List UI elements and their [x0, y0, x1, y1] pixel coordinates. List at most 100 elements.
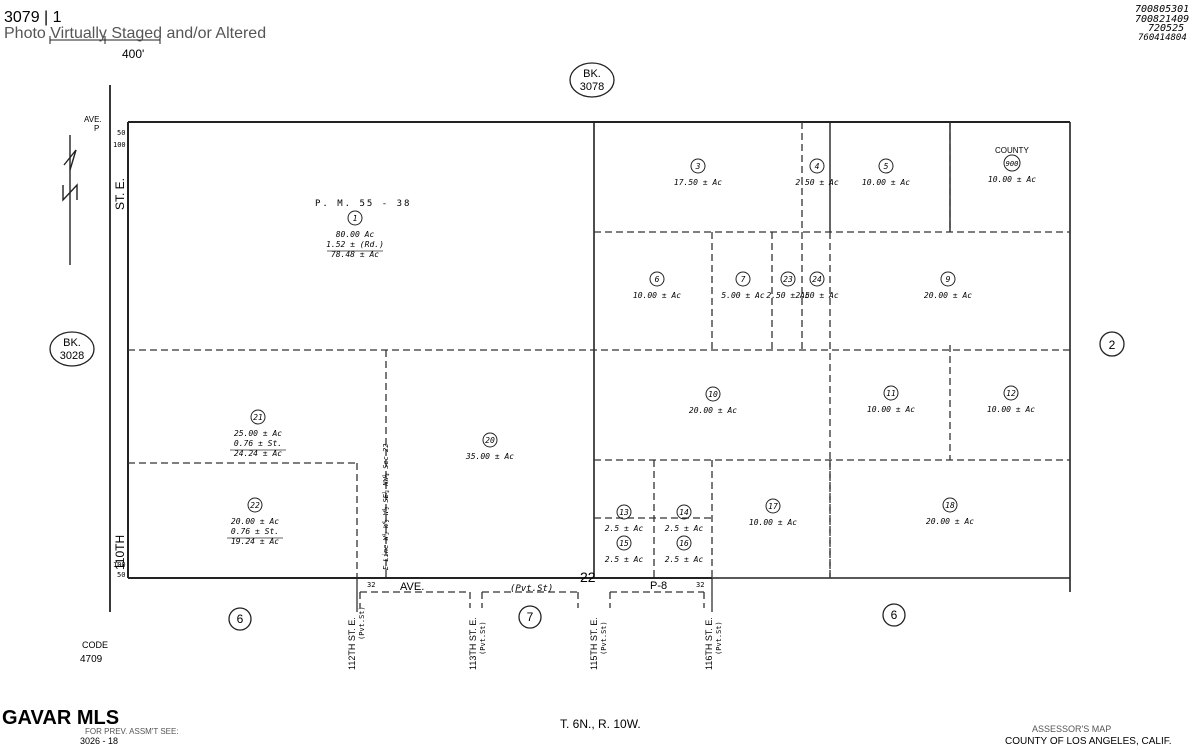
svg-text:700821409: 700821409	[1135, 14, 1189, 25]
svg-text:BK.: BK.	[63, 337, 81, 349]
parcel-15-circle	[616, 535, 632, 551]
st-e-label: ST. E.	[113, 178, 127, 210]
parcel-22-circle	[247, 497, 263, 513]
parcel-1-circle	[347, 210, 363, 226]
parcel-acreage: 2.5 ± Ac	[665, 524, 704, 533]
parcel-number: 15	[619, 539, 629, 548]
virtual-staging-overlay: Photo Virtually Staged and/or Altered	[4, 25, 266, 42]
scale-bar	[49, 36, 161, 44]
parcel-900-circle	[1003, 154, 1021, 172]
scale-label: 400'	[122, 47, 144, 61]
svg-text:(Pvt.St): (Pvt.St)	[510, 584, 553, 594]
parcel-9-circle	[940, 271, 956, 287]
svg-text:700805301: 700805301	[1135, 4, 1189, 15]
svg-text:3078: 3078	[580, 81, 604, 93]
svg-text:(Pvt.St): (Pvt.St)	[600, 621, 608, 655]
parcel-acreage: 2.5 ± Ac	[665, 555, 704, 564]
north-arrow-icon	[62, 135, 78, 265]
parcel-14-circle	[676, 504, 692, 520]
parcel-number: 11	[886, 389, 896, 398]
book-3028-circle	[49, 331, 95, 367]
parcel-10-circle	[705, 386, 721, 402]
parcel-7-circle	[735, 271, 751, 287]
parcel-acreage: 20.00 ± Ac	[924, 291, 972, 300]
parcel-number: 9	[946, 275, 951, 284]
parcel-18-circle	[942, 497, 958, 513]
svg-text:3026 - 18: 3026 - 18	[80, 736, 118, 746]
parcel-number: 24	[812, 275, 822, 284]
svg-text:FOR PREV. ASSM'T SEE:: FOR PREV. ASSM'T SEE:	[85, 727, 179, 736]
parcel-number: 21	[253, 413, 263, 422]
svg-text:(Pvt.St): (Pvt.St)	[715, 621, 723, 655]
parcel-24-circle	[809, 271, 825, 287]
parcel-4-circle	[809, 158, 825, 174]
mls-brand-logo: GAVAR MLS	[2, 707, 119, 729]
svg-text:ASSESSOR'S MAP: ASSESSOR'S MAP	[1032, 724, 1111, 734]
parcel-number: 20	[485, 436, 495, 445]
svg-text:115TH ST. E.: 115TH ST. E.	[589, 617, 599, 670]
parcel-acreage: 35.00 ± Ac	[465, 452, 514, 461]
parcel-acreage: 80.00 Ac	[336, 230, 375, 239]
parcel-acreage: 2.5 ± Ac	[605, 555, 644, 564]
svg-text:COUNTY OF LOS ANGELES, CALIF.: COUNTY OF LOS ANGELES, CALIF.	[1005, 736, 1172, 747]
parcel-number: 13	[619, 508, 629, 517]
110th-label: 110TH	[113, 535, 127, 570]
svg-text:CODE: CODE	[82, 640, 108, 650]
parcel-acreage: 0.76 ± St.	[231, 527, 279, 536]
parcel-map-label: P. M. 55 - 38	[315, 199, 411, 209]
parcel-acreage: 24.24 ± Ac	[234, 449, 282, 458]
svg-text:P: P	[94, 124, 99, 133]
parcel-acreage: 10.00 ± Ac	[862, 178, 910, 187]
parcel-acreage: 17.50 ± Ac	[674, 178, 722, 187]
svg-text:AVE.: AVE.	[84, 115, 102, 124]
svg-text:7: 7	[527, 610, 534, 624]
parcel-acreage: 1.52 ± (Rd.)	[326, 240, 384, 249]
book-page-number: 3079 | 1	[4, 9, 62, 26]
parcel-acreage: 10.00 ± Ac	[987, 405, 1035, 414]
svg-text:COUNTY: COUNTY	[995, 146, 1029, 155]
parcel-21-circle	[250, 409, 266, 425]
svg-text:100: 100	[113, 141, 126, 149]
parcel-23-circle	[780, 271, 796, 287]
svg-text:22: 22	[580, 569, 596, 585]
parcel-number: 16	[679, 539, 689, 548]
parcel-acreage: 10.00 ± Ac	[633, 291, 681, 300]
parcel-acreage: 2.50 ± Ac	[766, 291, 810, 300]
svg-text:112TH ST. E.: 112TH ST. E.	[347, 617, 357, 670]
parcel-dashed-lines	[128, 122, 1070, 608]
svg-text:6: 6	[237, 612, 244, 626]
parcel-3-circle	[690, 158, 706, 174]
svg-text:AVE.: AVE.	[400, 581, 424, 593]
parcel-number: 7	[741, 275, 746, 284]
svg-text:3028: 3028	[60, 350, 84, 362]
parcel-acreage: 25.00 ± Ac	[234, 429, 282, 438]
parcel-number: 14	[679, 508, 689, 517]
svg-text:50: 50	[117, 129, 125, 137]
svg-text:116TH ST. E.: 116TH ST. E.	[704, 617, 714, 670]
parcel-11-circle	[883, 385, 899, 401]
svg-text:32: 32	[367, 581, 375, 589]
parcel-13-circle	[616, 504, 632, 520]
easement-label: E Line W½ W½ W½ SE¼ NW¼ Sec 22	[382, 444, 390, 570]
book-3078-circle	[569, 62, 615, 98]
parcel-acreage: 19.24 ± Ac	[231, 537, 279, 546]
svg-text:760414804: 760414804	[1138, 33, 1187, 43]
svg-text:32: 32	[696, 581, 704, 589]
parcel-number: 900	[1006, 160, 1019, 168]
parcel-acreage: 20.00 ± Ac	[231, 517, 279, 526]
svg-text:50: 50	[117, 571, 125, 579]
parcel-number: 10	[708, 390, 718, 399]
parcel-16-circle	[676, 535, 692, 551]
township-label: T. 6N., R. 10W.	[560, 717, 641, 731]
svg-text:720525: 720525	[1148, 23, 1184, 34]
book-2-circle	[1099, 331, 1125, 357]
parcel-acreage: 2.50 ± Ac	[795, 178, 839, 187]
parcel-number: 5	[884, 162, 889, 171]
svg-text:(Pvt.St): (Pvt.St)	[358, 606, 366, 640]
parcel-number: 23	[783, 275, 793, 284]
parcel-12-circle	[1003, 385, 1019, 401]
svg-text:(Pvt.St): (Pvt.St)	[479, 621, 487, 655]
parcel-acreage: 20.00 ± Ac	[689, 406, 737, 415]
parcel-acreage: 2.5 ± Ac	[605, 524, 644, 533]
